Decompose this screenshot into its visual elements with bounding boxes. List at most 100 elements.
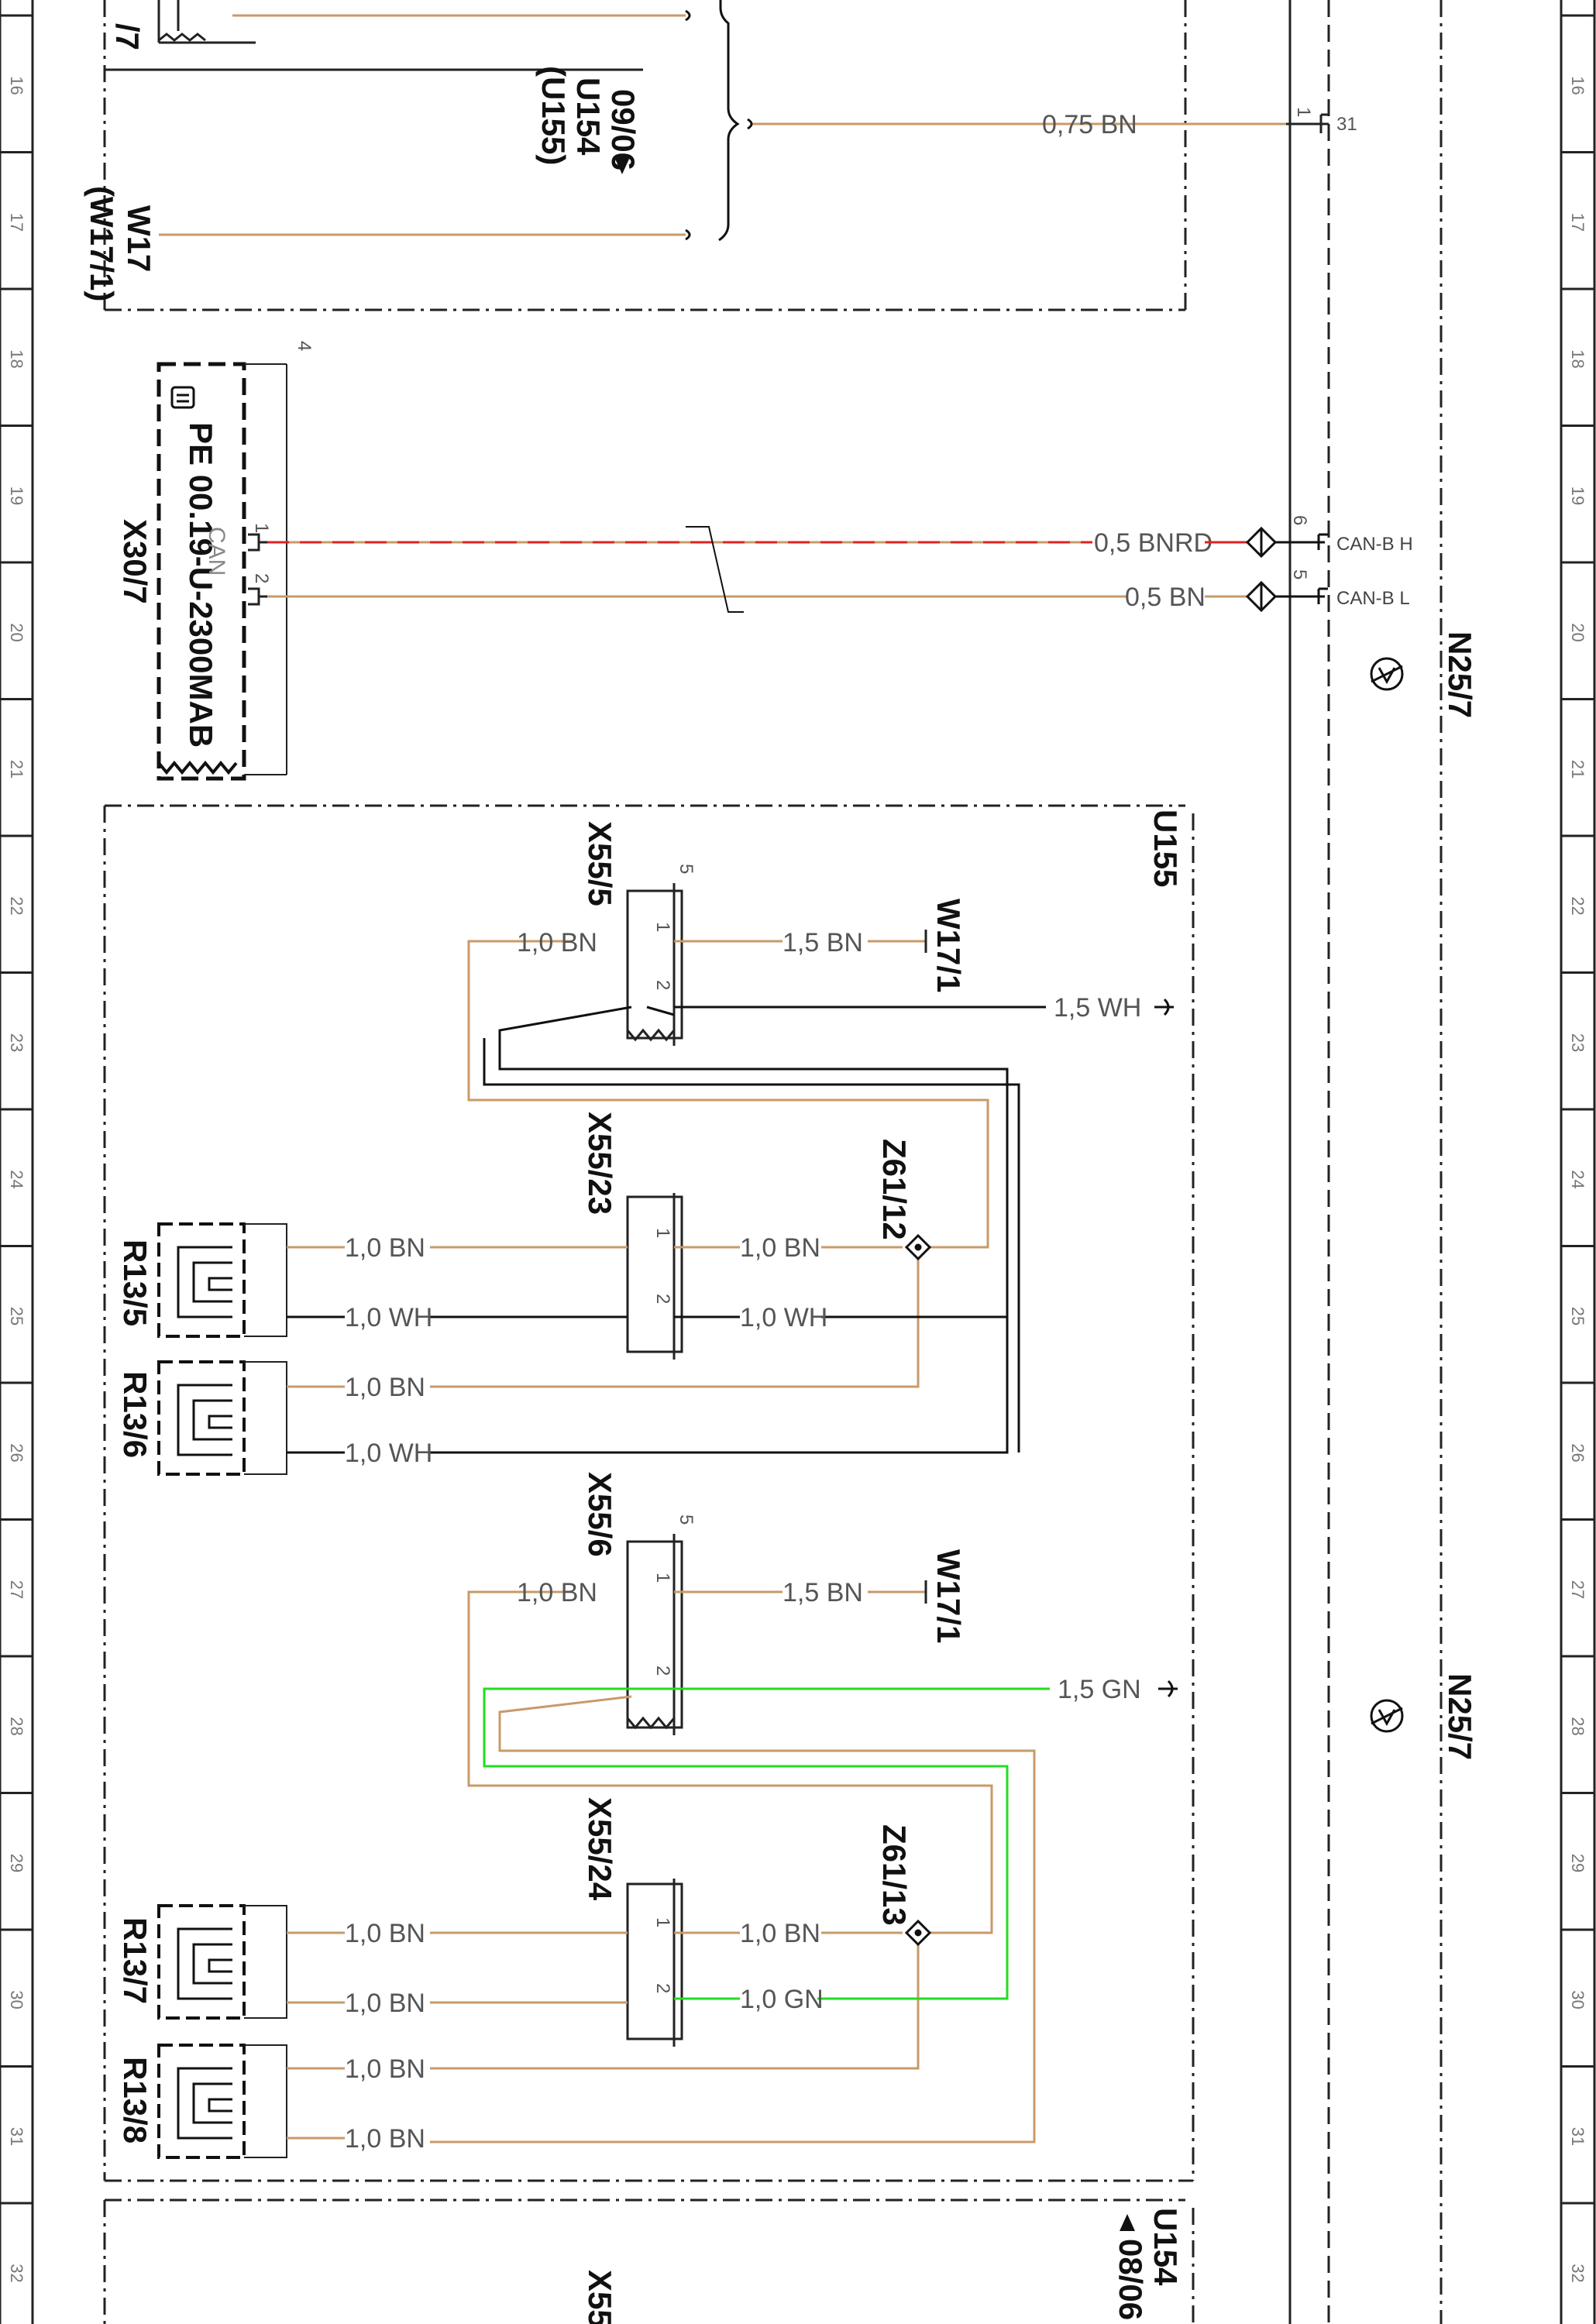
grid-number: 28	[7, 1717, 26, 1735]
x55-6-name: X55/6	[582, 1472, 618, 1557]
n25-boundary	[1288, 0, 1443, 2324]
top-w17: W17	[121, 205, 157, 272]
grid-number: 22	[1568, 896, 1587, 915]
wl-x55-23-p1: 1,0 BN	[740, 1233, 820, 1263]
grid-number: 26	[7, 1443, 26, 1462]
grid-number: 18	[7, 349, 26, 368]
can-pin-1: 1	[251, 523, 272, 533]
z61-12-label: Z61/12	[876, 1139, 913, 1240]
grid-number: 32	[1568, 2264, 1587, 2282]
grid-number: 17	[1568, 213, 1587, 232]
resistor-pin-rails	[244, 1223, 287, 2158]
z61-13-label: Z61/13	[876, 1824, 913, 1926]
grid-number: 23	[7, 1033, 26, 1052]
wl-x55-24-p1: 1,0 BN	[740, 1919, 820, 1948]
wl-x55-6-right: 1,5 BN	[783, 1578, 863, 1607]
x55-5-p2: 2	[652, 980, 673, 990]
grid-number: 16	[7, 76, 26, 95]
u155-label: U155	[1147, 810, 1184, 887]
x55-6-p2: 2	[652, 1666, 673, 1676]
x55-24-connector	[626, 1879, 683, 2047]
grid-number: 28	[1568, 1717, 1587, 1735]
grid-number: 24	[7, 1170, 26, 1188]
wl-x55-6-left: 1,0 BN	[517, 1578, 597, 1607]
grid-number: 25	[7, 1307, 26, 1325]
u155-black-wires	[287, 1006, 1046, 1454]
grid-number: 21	[1568, 760, 1587, 779]
u154-ref: 08/06	[1113, 2239, 1149, 2320]
can-connector-diamonds	[1245, 526, 1328, 613]
grid-number: 22	[7, 896, 26, 915]
wl-r13-8-p1: 1,0 BN	[345, 2054, 425, 2084]
can-signal-l: CAN-B L	[1336, 588, 1410, 609]
wl-x55-5-right: 1,5 BN	[783, 928, 863, 957]
grid-number: 24	[1568, 1170, 1587, 1188]
grid-number: 16	[1568, 76, 1587, 95]
grid-number: 23	[1568, 1033, 1587, 1052]
x55-24-name: X55/24	[582, 1797, 618, 1901]
grid-number: 20	[7, 623, 26, 641]
u155-green-wires	[483, 1687, 1050, 2000]
wl-r13-7-p2: 1,0 BN	[345, 1989, 425, 2018]
top-ref-a: 09/06	[605, 89, 641, 170]
grid-number: 18	[1568, 349, 1587, 368]
grid-number: 30	[1568, 1990, 1587, 2009]
can-label: CAN	[204, 527, 229, 576]
top-w17-1: (W17/1)	[84, 186, 120, 301]
arrow-icon-bottom	[1120, 2214, 1135, 2231]
grid-number: 25	[1568, 1307, 1587, 1325]
grid-number: 29	[7, 1854, 26, 1872]
grid-number: 32	[7, 2264, 26, 2282]
ground-pin-label: 31	[1336, 114, 1357, 135]
n25-label-1: N25/7	[1442, 631, 1478, 718]
resistor-packs	[157, 1222, 246, 2159]
wl-r13-8-p2: 1,0 BN	[345, 2124, 425, 2154]
wl-gn-out: 1,5 GN	[1058, 1675, 1141, 1704]
heater-element-icon	[177, 1246, 232, 2140]
ground-pin-num: 1	[1293, 107, 1314, 117]
x55-23-p2: 2	[652, 1294, 673, 1304]
arrow-icon	[614, 157, 630, 174]
n25-label-2: N25/7	[1442, 1673, 1478, 1760]
wire-label-ground: 0,75 BN	[1042, 110, 1137, 139]
x55-5-p1: 1	[652, 922, 673, 932]
r13-8-label: R13/8	[117, 2057, 153, 2144]
wire-label-can-h: 0,5 BNRD	[1094, 528, 1212, 558]
wl-r13-5-p2: 1,0 WH	[345, 1303, 432, 1332]
grid-number: 29	[1568, 1854, 1587, 1872]
x55-23-p1: 1	[652, 1228, 673, 1238]
can-signal-h: CAN-B H	[1336, 534, 1413, 555]
grid-number: 26	[1568, 1443, 1587, 1462]
top-wires	[159, 14, 1286, 236]
can-pin-brackets	[248, 533, 268, 606]
x55-6-connector	[626, 1534, 683, 1735]
x55-5-num: 5	[676, 864, 697, 874]
top-ref-b: U154	[570, 77, 607, 156]
grid-number: 17	[7, 213, 26, 232]
u154-x55: X55	[582, 2270, 618, 2324]
ground-pin	[1286, 113, 1329, 133]
wl-r13-6-p1: 1,0 BN	[345, 1373, 425, 1402]
can-connector-name: X30/7	[117, 519, 153, 604]
top-brace	[685, 0, 753, 242]
x55-23-connector	[626, 1193, 683, 1360]
u154-label: U154	[1147, 2208, 1184, 2286]
w17-1-label-a: W17/1	[930, 899, 967, 992]
w17-1-label-b: W17/1	[930, 1549, 967, 1643]
x55-24-p2: 2	[652, 1983, 673, 1993]
grid-number: 27	[1568, 1580, 1587, 1599]
module-top-box	[103, 0, 1187, 311]
can-pin-l: 5	[1289, 569, 1310, 579]
wl-x55-5-left: 1,0 BN	[517, 928, 597, 957]
wl-r13-7-p1: 1,0 BN	[345, 1919, 425, 1948]
top-corner-label: /7	[109, 23, 146, 50]
grid-number: 19	[7, 486, 26, 505]
module-top-inner	[105, 0, 643, 71]
plug-arrow-icon	[1154, 998, 1178, 1698]
can-connector-box	[157, 362, 287, 781]
x55-23-name: X55/23	[582, 1112, 618, 1215]
u155-brown-wires	[287, 940, 1036, 2144]
